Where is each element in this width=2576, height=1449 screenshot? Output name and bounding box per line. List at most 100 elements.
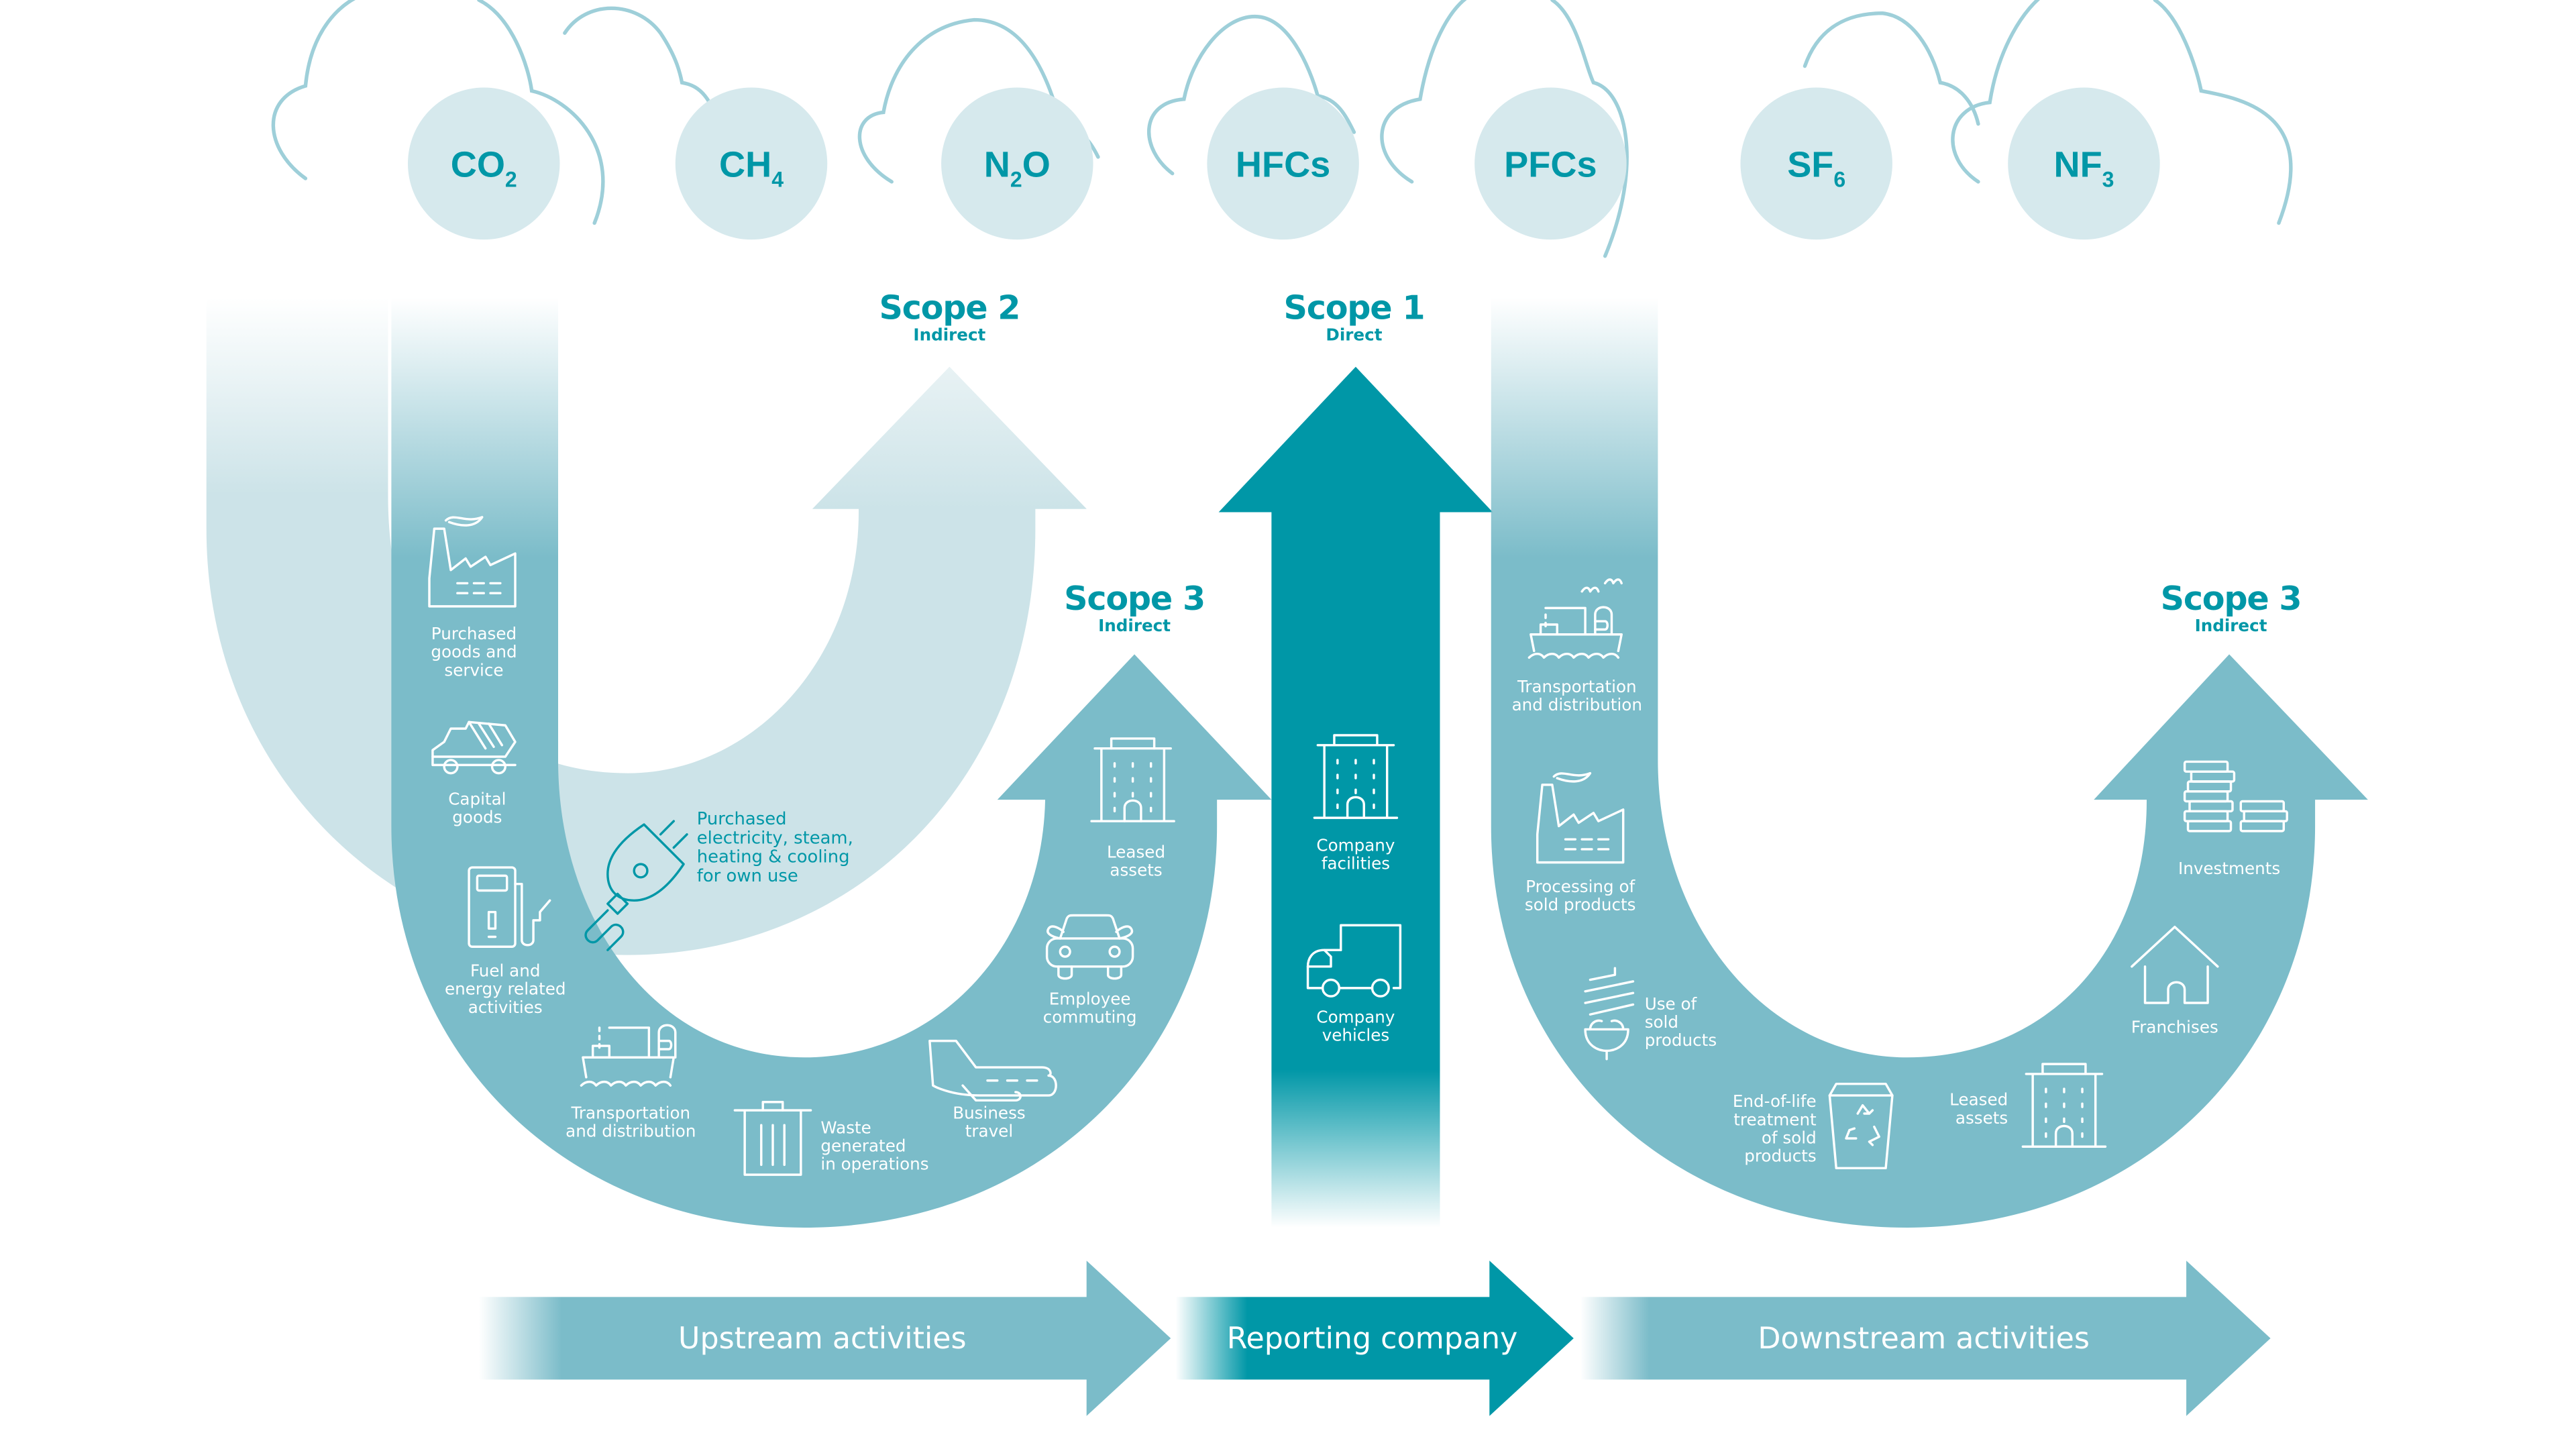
gas-circle: [1740, 87, 1892, 240]
building-icon: [1090, 737, 1175, 822]
factory-icon: [428, 516, 517, 608]
upstream-band: Upstream activities: [478, 1260, 1171, 1416]
reporting-band-label: Reporting company: [1227, 1322, 1518, 1356]
car-icon: [1045, 914, 1134, 980]
scope3-downstream-arrow: [1491, 297, 2368, 1228]
scope3-upstream-u-band: [391, 297, 1272, 1228]
gas-circles: CO2 CH4 N2O HFCs PFCs SF6 NF3: [408, 87, 2160, 240]
dump-truck-icon: [431, 720, 517, 775]
scope1-title: Scope 1: [1284, 288, 1425, 327]
cloud-icon: [1803, 11, 1980, 126]
recycle-bin-icon: [1828, 1082, 1894, 1170]
gas-sf6: SF6: [1740, 87, 1892, 240]
scope-labels: Scope 2 Indirect Scope 1 Direct Scope 3 …: [879, 288, 2302, 635]
scope1-arrow-head: [1218, 366, 1493, 513]
cloud-outlines: [271, 0, 2293, 258]
building-icon: [2021, 1063, 2107, 1148]
downstream-band-label: Downstream activities: [1758, 1322, 2090, 1356]
scope3-downstream-subtitle: Indirect: [2195, 616, 2267, 635]
coin-stack-icon: [2183, 760, 2288, 833]
gas-label: CH4: [719, 145, 784, 192]
scope3-downstream-title: Scope 3: [2161, 579, 2302, 618]
svg-text:Franchises: Franchises: [2131, 1017, 2218, 1036]
electric-plug-icon: [584, 820, 688, 951]
gas-nf3: NF3: [2008, 87, 2160, 240]
gas-hfcs: HFCs: [1207, 87, 1359, 240]
gas-circle: [675, 87, 828, 240]
gas-circle: [408, 87, 560, 240]
light-bulb-icon: [1584, 967, 1635, 1061]
trash-bin-icon: [733, 1101, 812, 1176]
gas-circle: [941, 87, 1093, 240]
truck-icon: [1306, 924, 1402, 998]
gas-label: NF3: [2053, 145, 2114, 192]
scope1-subtitle: Direct: [1326, 325, 1382, 344]
cloud-icon: [1380, 0, 1629, 258]
gas-label: PFCs: [1504, 145, 1597, 185]
activity-bands: Upstream activities Reporting company Do…: [478, 1260, 2271, 1416]
scope2-arrow: [206, 297, 1087, 955]
gas-circle: [1474, 87, 1627, 240]
scope2-title: Scope 2: [879, 288, 1020, 327]
cloud-icon: [1951, 0, 2293, 225]
fuel-pump-icon: [468, 866, 551, 948]
gas-label: CO2: [451, 145, 517, 192]
downstream-item-franchises-label: Franchises: [2131, 1017, 2218, 1036]
scope3-downstream-u-band: [1491, 297, 2368, 1228]
gas-circle: [2008, 87, 2160, 240]
upstream-band-label: Upstream activities: [678, 1322, 967, 1356]
reporting-band: Reporting company: [1175, 1260, 1574, 1416]
gas-n2o: N2O: [941, 87, 1093, 240]
building-icon: [1313, 734, 1399, 819]
scope1-arrow: [1218, 366, 1493, 1228]
airplane-icon: [928, 1039, 1057, 1102]
scope1-shaft: [1271, 508, 1440, 1228]
scope3-upstream-arrow: [391, 297, 1272, 1228]
gas-label: SF6: [1787, 145, 1845, 192]
gas-co2: CO2: [408, 87, 560, 240]
scope2-arrow-head: [812, 366, 1087, 509]
gas-pfcs: PFCs: [1474, 87, 1627, 240]
factory-icon: [1536, 771, 1625, 864]
downstream-item-investments-label: Investments: [2178, 859, 2280, 878]
gas-label: HFCs: [1236, 145, 1330, 185]
cargo-ship-icon: [580, 1024, 677, 1087]
cloud-icon: [1146, 14, 1356, 176]
gas-ch4: CH4: [675, 87, 828, 240]
downstream-band: Downstream activities: [1580, 1260, 2271, 1416]
cloud-icon: [563, 6, 724, 131]
svg-text:Investments: Investments: [2178, 859, 2280, 878]
scope3-upstream-subtitle: Indirect: [1098, 616, 1171, 635]
